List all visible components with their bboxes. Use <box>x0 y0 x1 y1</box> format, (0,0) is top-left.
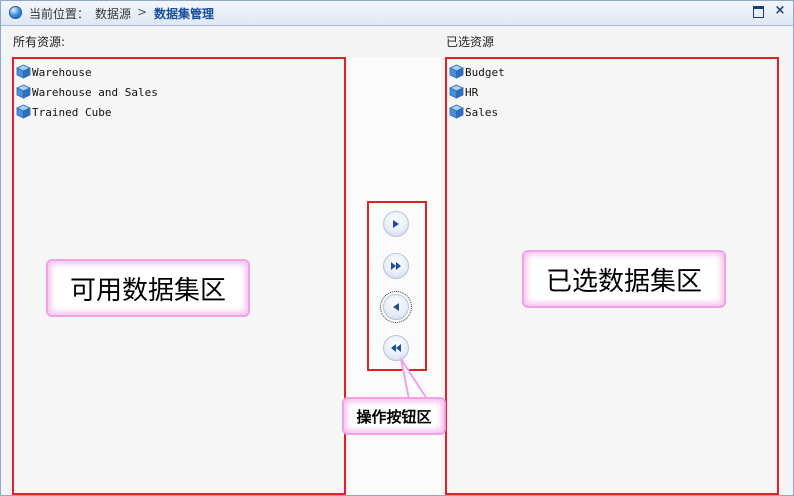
add-selected-button[interactable] <box>383 211 409 237</box>
available-area-callout: 可用数据集区 <box>46 259 250 317</box>
title-bar: 当前位置： 数据源 > 数据集管理 × <box>1 1 793 26</box>
double-arrow-left-icon <box>391 344 401 352</box>
remove-all-button[interactable] <box>383 335 409 361</box>
list-item[interactable]: Budget <box>449 64 505 84</box>
cube-icon <box>449 104 464 119</box>
add-all-button[interactable] <box>383 253 409 279</box>
operation-buttons-area <box>367 201 427 371</box>
list-item[interactable]: Trained Cube <box>16 104 158 124</box>
cube-icon <box>449 84 464 99</box>
arrow-right-icon <box>393 220 399 228</box>
globe-icon <box>9 6 22 19</box>
double-arrow-right-icon <box>391 262 401 270</box>
list-item[interactable]: Warehouse <box>16 64 158 84</box>
maximize-icon[interactable] <box>751 4 765 18</box>
cube-icon <box>16 84 31 99</box>
remove-selected-button[interactable] <box>380 291 412 323</box>
selected-area-callout: 已选数据集区 <box>522 250 726 308</box>
dataset-name: Sales <box>465 106 499 119</box>
dataset-name: Warehouse and Sales <box>32 86 158 99</box>
operation-area-callout: 操作按钮区 <box>342 397 446 435</box>
arrow-left-icon <box>393 303 399 311</box>
all-resources-label: 所有资源: <box>13 35 66 49</box>
list-item[interactable]: HR <box>449 84 505 104</box>
cube-icon <box>449 64 464 79</box>
breadcrumb-current: 数据集管理 <box>154 7 215 21</box>
dataset-name: Warehouse <box>32 66 92 79</box>
breadcrumb-datasource[interactable]: 数据源 <box>95 7 132 21</box>
dataset-name: HR <box>465 86 479 99</box>
callout-pointer <box>400 358 429 400</box>
list-item[interactable]: Warehouse and Sales <box>16 84 158 104</box>
location-label: 当前位置： <box>29 7 90 21</box>
close-icon[interactable]: × <box>774 3 786 18</box>
dataset-name: Trained Cube <box>32 106 112 119</box>
list-item[interactable]: Sales <box>449 104 505 124</box>
selected-resources-label: 已选资源 <box>446 35 495 49</box>
breadcrumb-separator: > <box>137 5 148 19</box>
cube-icon <box>16 104 31 119</box>
dataset-name: Budget <box>465 66 505 79</box>
cube-icon <box>16 64 31 79</box>
